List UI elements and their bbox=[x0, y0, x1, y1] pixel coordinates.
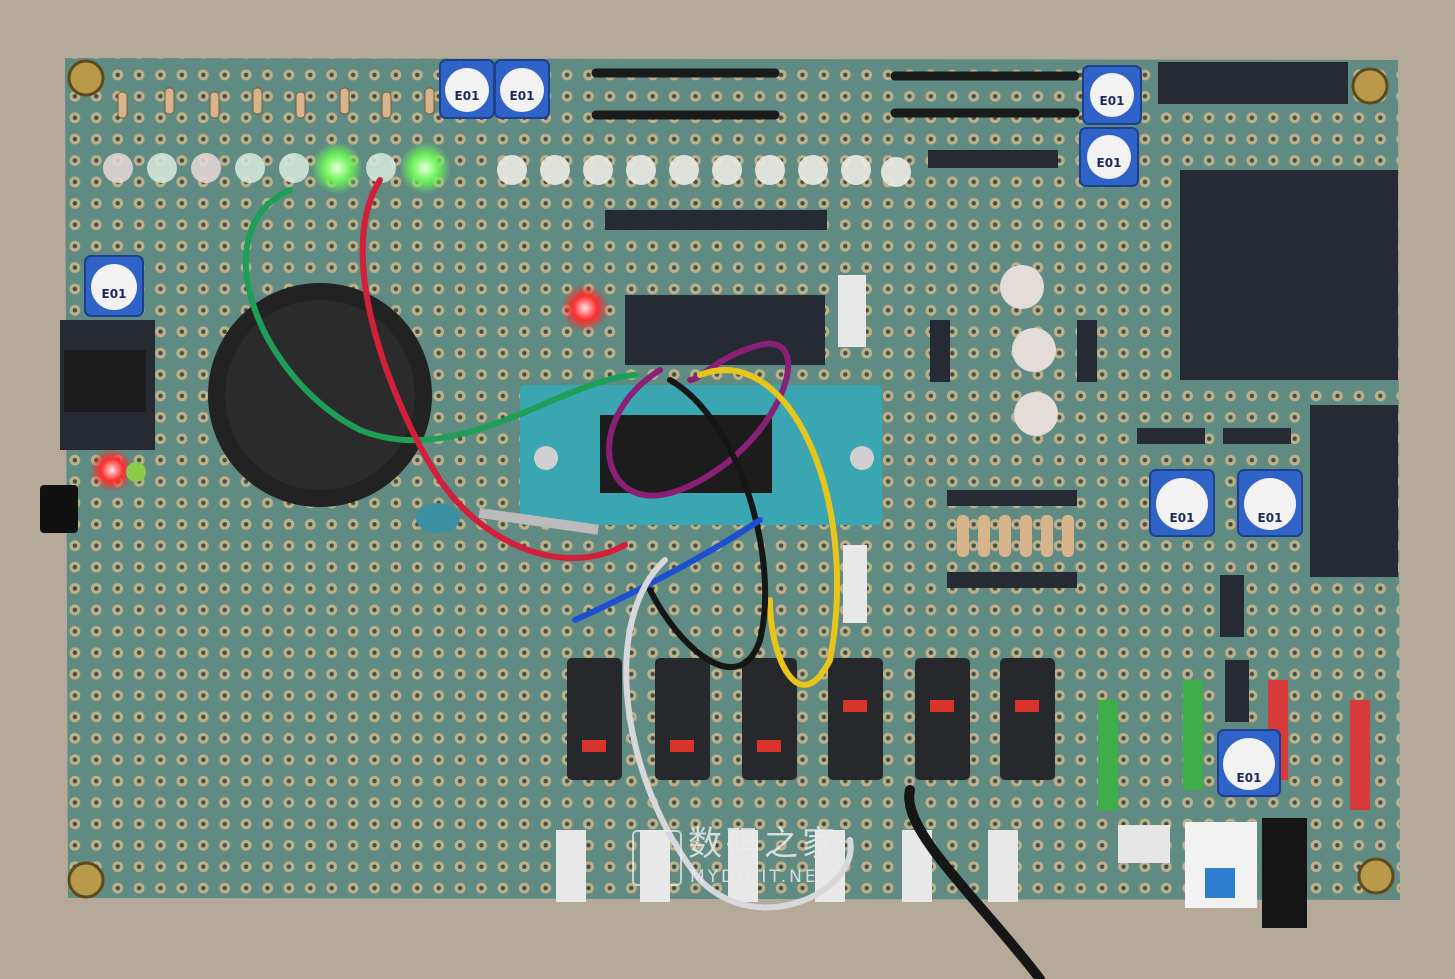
potentiometer-knobs bbox=[91, 68, 1296, 790]
watermark-english: MYDIGIT.NET bbox=[690, 867, 832, 887]
push-switches bbox=[567, 658, 1055, 780]
watermark-chinese: 数码之家 bbox=[688, 824, 840, 864]
zif-socket bbox=[416, 385, 882, 535]
potentiometer-labels: E01 E01 E01 E01 E01 E01 E01 E01 bbox=[102, 89, 1283, 785]
pot-label: E01 bbox=[1170, 511, 1195, 525]
pot-label: E01 bbox=[510, 89, 535, 103]
pot-label: E01 bbox=[102, 287, 127, 301]
capacitor bbox=[40, 485, 78, 533]
ic-8pin bbox=[64, 350, 146, 412]
pot-label: E01 bbox=[1258, 511, 1283, 525]
watermark-logo-icon bbox=[632, 830, 682, 886]
resistors-middle bbox=[957, 515, 1074, 557]
pot-label: E01 bbox=[455, 89, 480, 103]
pot-label: E01 bbox=[1100, 94, 1125, 108]
jumper-wires bbox=[242, 177, 1045, 979]
resistors-top bbox=[117, 87, 435, 119]
power-jack-and-button bbox=[1118, 818, 1307, 928]
color-headers bbox=[1098, 680, 1370, 810]
pot-label: E01 bbox=[1097, 156, 1122, 170]
slide-switches bbox=[556, 275, 1018, 902]
pin-headers bbox=[60, 62, 1398, 722]
led-row bbox=[90, 142, 1058, 492]
wire-jumpers-top bbox=[591, 68, 1080, 120]
pot-label: E01 bbox=[1237, 771, 1262, 785]
mounting-screws bbox=[67, 59, 1395, 899]
